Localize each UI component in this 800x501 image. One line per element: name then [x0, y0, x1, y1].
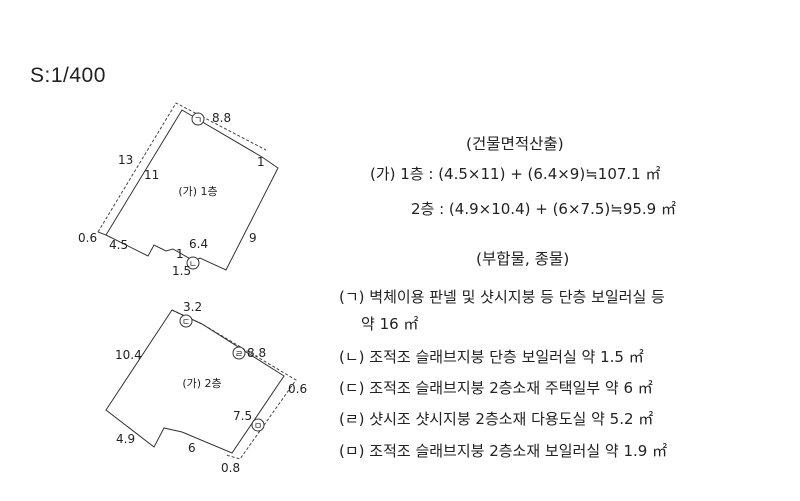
dim-1f-right: 9 — [249, 231, 257, 245]
dim-1f-bottom-left: 4.5 — [109, 238, 128, 252]
dim-1f-below: 1.5 — [172, 264, 191, 278]
marker-b: ㄴ — [189, 260, 197, 270]
dim-2f-upper: 8.8 — [247, 346, 266, 360]
room-label-1f: (가) 1층 — [178, 185, 217, 198]
annex-item-b: (ㄴ) 조적조 슬래브지붕 단층 보일러실 약 1.5 ㎡ — [339, 348, 644, 366]
dim-1f-left-outer: 13 — [118, 153, 133, 167]
marker-a: ㄱ — [194, 116, 202, 126]
plan-1f: ㄱ ㄴ (가) 1층 8.8 13 11 1 9 4.5 0.6 6.4 1 1… — [78, 102, 279, 278]
marker-c: ㄷ — [182, 318, 190, 328]
dim-2f-left: 10.4 — [115, 348, 142, 362]
dim-1f-notch-small: 1 — [176, 247, 184, 261]
calc-line-2f: 2층 : (4.9×10.4) + (6×7.5)≒95.9 ㎡ — [411, 200, 676, 218]
annex-a-offset-tick — [97, 231, 107, 236]
dim-1f-notch: 6.4 — [189, 237, 208, 251]
annex-item-d: (ㄹ) 샷시조 샷시지붕 2층소재 다용도실 약 5.2 ㎡ — [339, 410, 654, 428]
marker-d-circle — [232, 346, 246, 360]
annex-item-c: (ㄷ) 조적조 슬래브지붕 2층소재 주택일부 약 6 ㎡ — [339, 379, 653, 397]
dim-2f-bottom-offset: 0.8 — [221, 461, 240, 475]
marker-e-circle — [251, 418, 265, 432]
dim-2f-right-offset: 0.6 — [288, 382, 307, 396]
building-2f-outline — [105, 309, 285, 454]
annex-item-a-area: 약 16 ㎡ — [361, 315, 419, 333]
calc-line-1f: (가) 1층 : (4.5×11) + (6.4×9)≒107.1 ㎡ — [370, 165, 661, 183]
scale-label: S:1/400 — [30, 64, 106, 87]
calc-heading: (건물면적산출) — [466, 135, 564, 153]
marker-d: ㄹ — [235, 350, 243, 360]
dim-2f-right: 7.5 — [233, 409, 252, 423]
dim-1f-right-small: 1 — [257, 155, 265, 169]
dim-1f-left-inner: 11 — [144, 168, 159, 182]
dim-2f-bottom: 6 — [188, 441, 196, 455]
annex-item-a: (ㄱ) 벽체이용 판넬 및 샷시지붕 등 단층 보일러실 등 — [339, 288, 665, 306]
annex-heading: (부합물, 종물) — [476, 250, 570, 268]
annex-item-e: (ㅁ) 조적조 슬래브지붕 2층소재 보일러실 약 1.9 ㎡ — [339, 442, 668, 460]
dim-1f-offset: 0.6 — [78, 231, 97, 245]
annex-a-outline — [97, 102, 267, 233]
marker-c-circle — [179, 314, 193, 328]
room-label-2f: (가) 2층 — [182, 377, 221, 390]
dim-2f-top: 3.2 — [183, 300, 202, 314]
marker-e: ㅁ — [254, 422, 262, 432]
dim-1f-top: 8.8 — [212, 111, 231, 125]
marker-a-circle — [191, 112, 205, 126]
dim-2f-bottom-left: 4.9 — [116, 432, 135, 446]
marker-b-circle — [186, 256, 200, 270]
plan-2f: ㄷ ㄹ ㅁ (가) 2층 3.2 10.4 8.8 0.6 7.5 4.9 6 … — [105, 300, 307, 475]
